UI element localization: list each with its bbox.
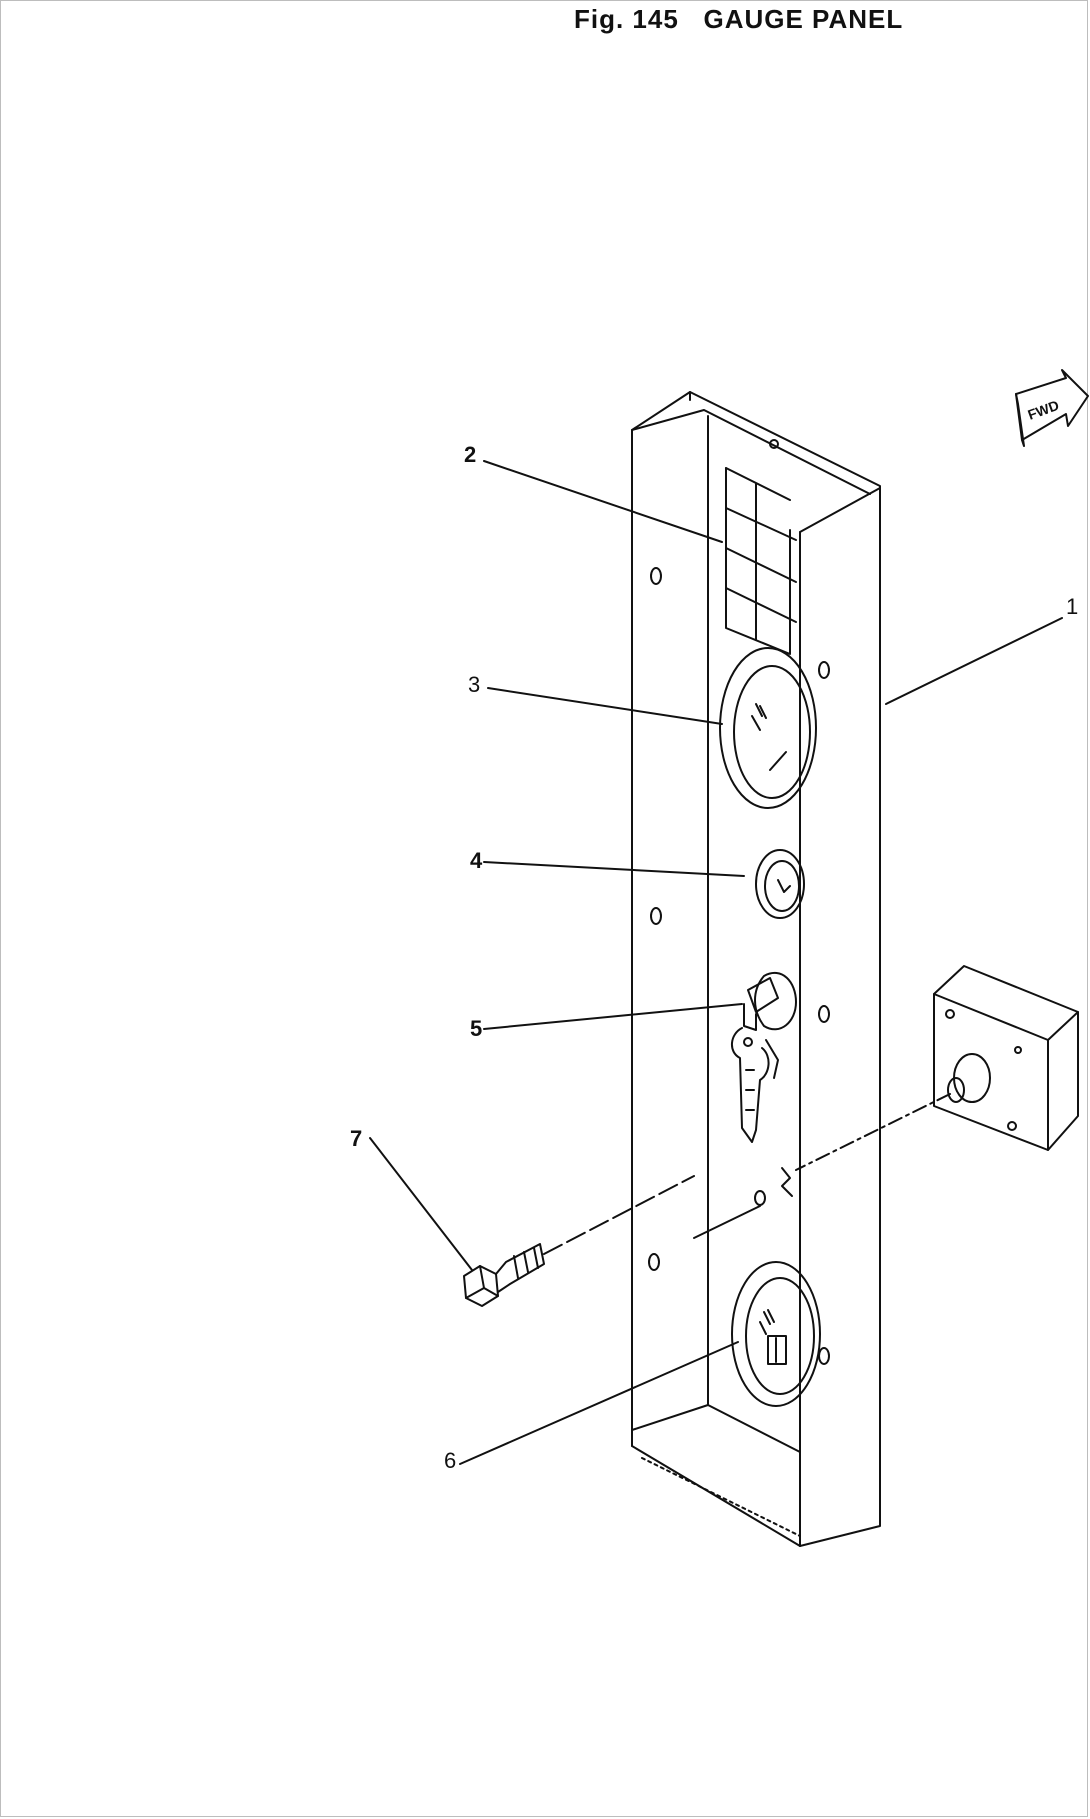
bolt: [463, 1175, 695, 1307]
fwd-label: FWD: [1026, 397, 1061, 423]
figure-title: Fig. 145 GAUGE PANEL: [574, 4, 904, 34]
large-gauge-lower: [731, 1261, 821, 1407]
indicator-lamp-block: [725, 467, 797, 655]
key-switch: [731, 972, 797, 1143]
callout-4: 4: [470, 848, 483, 873]
callout-5: 5: [470, 1016, 483, 1041]
screw-washer: [693, 1167, 793, 1239]
callout-1: 1: [1066, 594, 1079, 619]
forward-arrow-icon: FWD: [1015, 369, 1089, 447]
callout-6: 6: [444, 1448, 457, 1473]
leader-lines: [369, 460, 1063, 1465]
external-switch-box: [933, 965, 1079, 1151]
panel-housing: [631, 391, 881, 1547]
callout-2: 2: [464, 442, 477, 467]
callout-7: 7: [350, 1126, 363, 1151]
callout-3: 3: [468, 672, 481, 697]
small-gauge: [755, 849, 805, 919]
large-gauge-upper: [719, 647, 817, 809]
